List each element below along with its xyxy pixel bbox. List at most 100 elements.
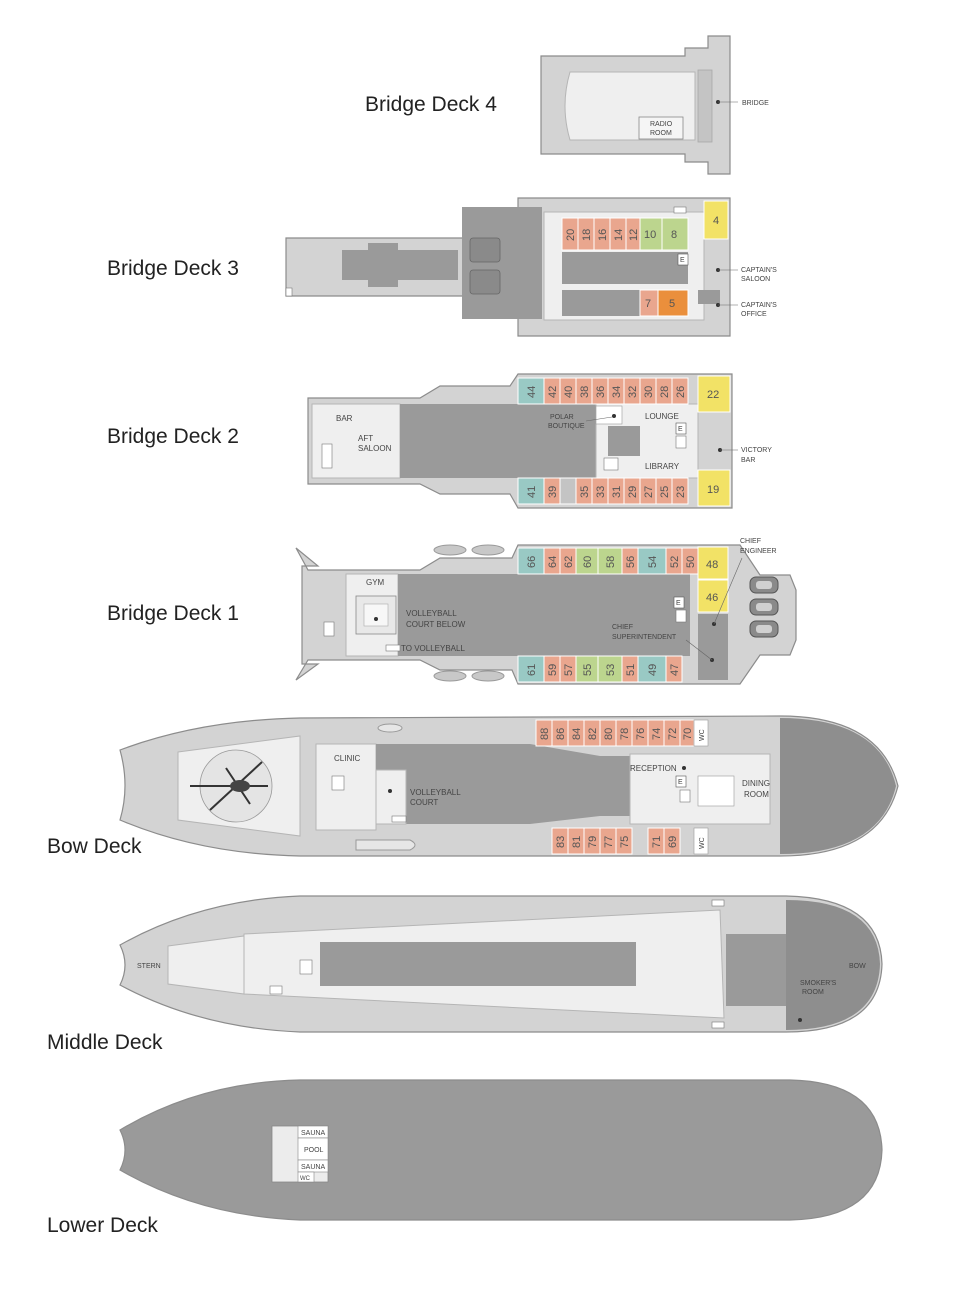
cabin-78: 78 [619, 728, 631, 740]
cabin-32: 32 [627, 386, 639, 398]
reception-label: RECEPTION [630, 764, 677, 773]
cabin-75: 75 [619, 836, 631, 848]
radio-room-label-1: RADIO [650, 121, 673, 128]
cabin-59: 59 [547, 664, 559, 676]
wc-bottom: WC [699, 837, 706, 849]
volleyball-court-label-2: COURT [410, 798, 438, 807]
elevator-b2: E [678, 426, 683, 433]
cabin-35: 35 [579, 486, 591, 498]
cabin-86: 86 [555, 728, 567, 740]
cabin-54: 54 [647, 556, 659, 568]
elevator-b1: E [676, 600, 681, 607]
deck-title-bridge-4: Bridge Deck 4 [365, 93, 497, 116]
cabin-27: 27 [643, 486, 655, 498]
cabin-70: 70 [682, 728, 694, 740]
cabin-69: 69 [667, 836, 679, 848]
cabin-64: 64 [547, 556, 559, 568]
chief-engineer-label-1: CHIEF [740, 538, 761, 545]
chief-superintendent-label-2: SUPERINTENDENT [612, 634, 677, 641]
stern-label: STERN [137, 963, 161, 970]
elevator-b3: E [680, 257, 685, 264]
bow-bottom-cabins: 83 81 79 77 75 71 69 [551, 827, 681, 855]
cabin-57: 57 [563, 664, 575, 676]
deck-title-middle: Middle Deck [47, 1031, 163, 1054]
cabin-25: 25 [659, 486, 671, 498]
cabin-22: 22 [707, 389, 719, 401]
cabin-83: 83 [555, 836, 567, 848]
smokers-room-label-1: SMOKER'S [800, 980, 837, 987]
cabin-66: 66 [526, 556, 538, 568]
bridge1-top-cabins: 64 62 60 58 56 54 52 50 [543, 547, 699, 575]
cabin-44: 44 [526, 386, 538, 398]
cabin-26: 26 [675, 386, 687, 398]
cabin-53: 53 [605, 664, 617, 676]
captains-saloon-label-1: CAPTAIN'S [741, 267, 777, 274]
cabin-8: 8 [671, 229, 677, 241]
cabin-39: 39 [547, 486, 559, 498]
volleyball-below-label-2: COURT BELOW [406, 620, 466, 629]
captains-office-label-2: OFFICE [741, 311, 767, 318]
clinic-label: CLINIC [334, 754, 360, 763]
cabin-48: 48 [706, 559, 718, 571]
cabin-47: 47 [669, 664, 681, 676]
lower-deck: Lower Deck SAUNA POOL SAUNA WC [47, 1079, 883, 1237]
bridge2-top-cabins: 42 40 38 36 34 32 30 28 26 [543, 377, 689, 405]
bow-top-cabins: 88 86 84 82 80 78 76 74 72 70 [535, 719, 695, 747]
cabin-38: 38 [579, 386, 591, 398]
cabin-74: 74 [651, 728, 663, 740]
bow-deck: Bow Deck CLINIC VOLLEYBALL COURT [47, 715, 899, 858]
helicopter-icon [190, 761, 268, 811]
elevator-bow: E [678, 779, 683, 786]
cabin-34: 34 [611, 386, 623, 398]
victory-bar-label-2: BAR [741, 457, 755, 464]
polar-boutique-label-1: POLAR [550, 414, 574, 421]
cabin-88: 88 [539, 728, 551, 740]
cabin-79: 79 [587, 836, 599, 848]
wc-label: WC [300, 1176, 311, 1182]
cabin-31: 31 [611, 486, 623, 498]
victory-bar-label-1: VICTORY [741, 447, 772, 454]
chief-engineer-label-2: ENGINEER [740, 548, 777, 555]
cabin-52: 52 [669, 556, 681, 568]
library-label: LIBRARY [645, 462, 680, 471]
cabin-36: 36 [595, 386, 607, 398]
cabin-28: 28 [659, 386, 671, 398]
cabin-71: 71 [651, 836, 663, 848]
cabin-5: 5 [669, 298, 675, 310]
deck-title-lower: Lower Deck [47, 1214, 158, 1237]
aft-saloon-label-1: AFT [358, 434, 373, 443]
cabin-30: 30 [643, 386, 655, 398]
cabin-50: 50 [685, 556, 697, 568]
polar-boutique-label-2: BOUTIQUE [548, 423, 585, 430]
bar-label: BAR [336, 414, 353, 423]
cabin-61: 61 [526, 664, 538, 676]
cabin-10: 10 [644, 229, 656, 241]
cabin-23: 23 [675, 486, 687, 498]
cabin-51: 51 [625, 664, 637, 676]
deck-title-bridge-3: Bridge Deck 3 [107, 257, 239, 280]
cabin-7: 7 [645, 298, 651, 310]
cabin-42: 42 [547, 386, 559, 398]
radio-room-label-2: ROOM [650, 130, 672, 137]
bridge-deck-1: Bridge Deck 1 GYM VOLLEYBALL COURT BELOW… [107, 538, 797, 685]
cabin-46: 46 [706, 592, 718, 604]
middle-deck: Middle Deck STERN BOW SMOKER'S ROOM [47, 895, 883, 1054]
radio-room [638, 116, 684, 140]
bridge2-bottom-cabins: 39 35 33 31 29 27 25 23 [543, 477, 689, 505]
cabin-81: 81 [571, 836, 583, 848]
bridge1-bottom-cabins: 59 57 55 53 51 49 47 [543, 655, 683, 683]
cabin-12: 12 [628, 229, 640, 241]
cabin-20: 20 [565, 229, 577, 241]
deck-title-bow: Bow Deck [47, 835, 142, 858]
cabin-72: 72 [667, 728, 679, 740]
cabin-40: 40 [563, 386, 575, 398]
cabin-4: 4 [713, 215, 719, 227]
bridge-deck-4: Bridge Deck 4 RADIO ROOM BRIDGE [365, 35, 769, 175]
bridge-deck-2: Bridge Deck 2 BAR AFT SALOON 44 42 40 38… [107, 373, 772, 509]
sauna-label-top: SAUNA [301, 1130, 325, 1137]
cabin-76: 76 [635, 728, 647, 740]
lounge-label: LOUNGE [645, 412, 679, 421]
wc-top: WC [699, 729, 706, 741]
to-volleyball-label: TO VOLLEYBALL [401, 644, 465, 653]
